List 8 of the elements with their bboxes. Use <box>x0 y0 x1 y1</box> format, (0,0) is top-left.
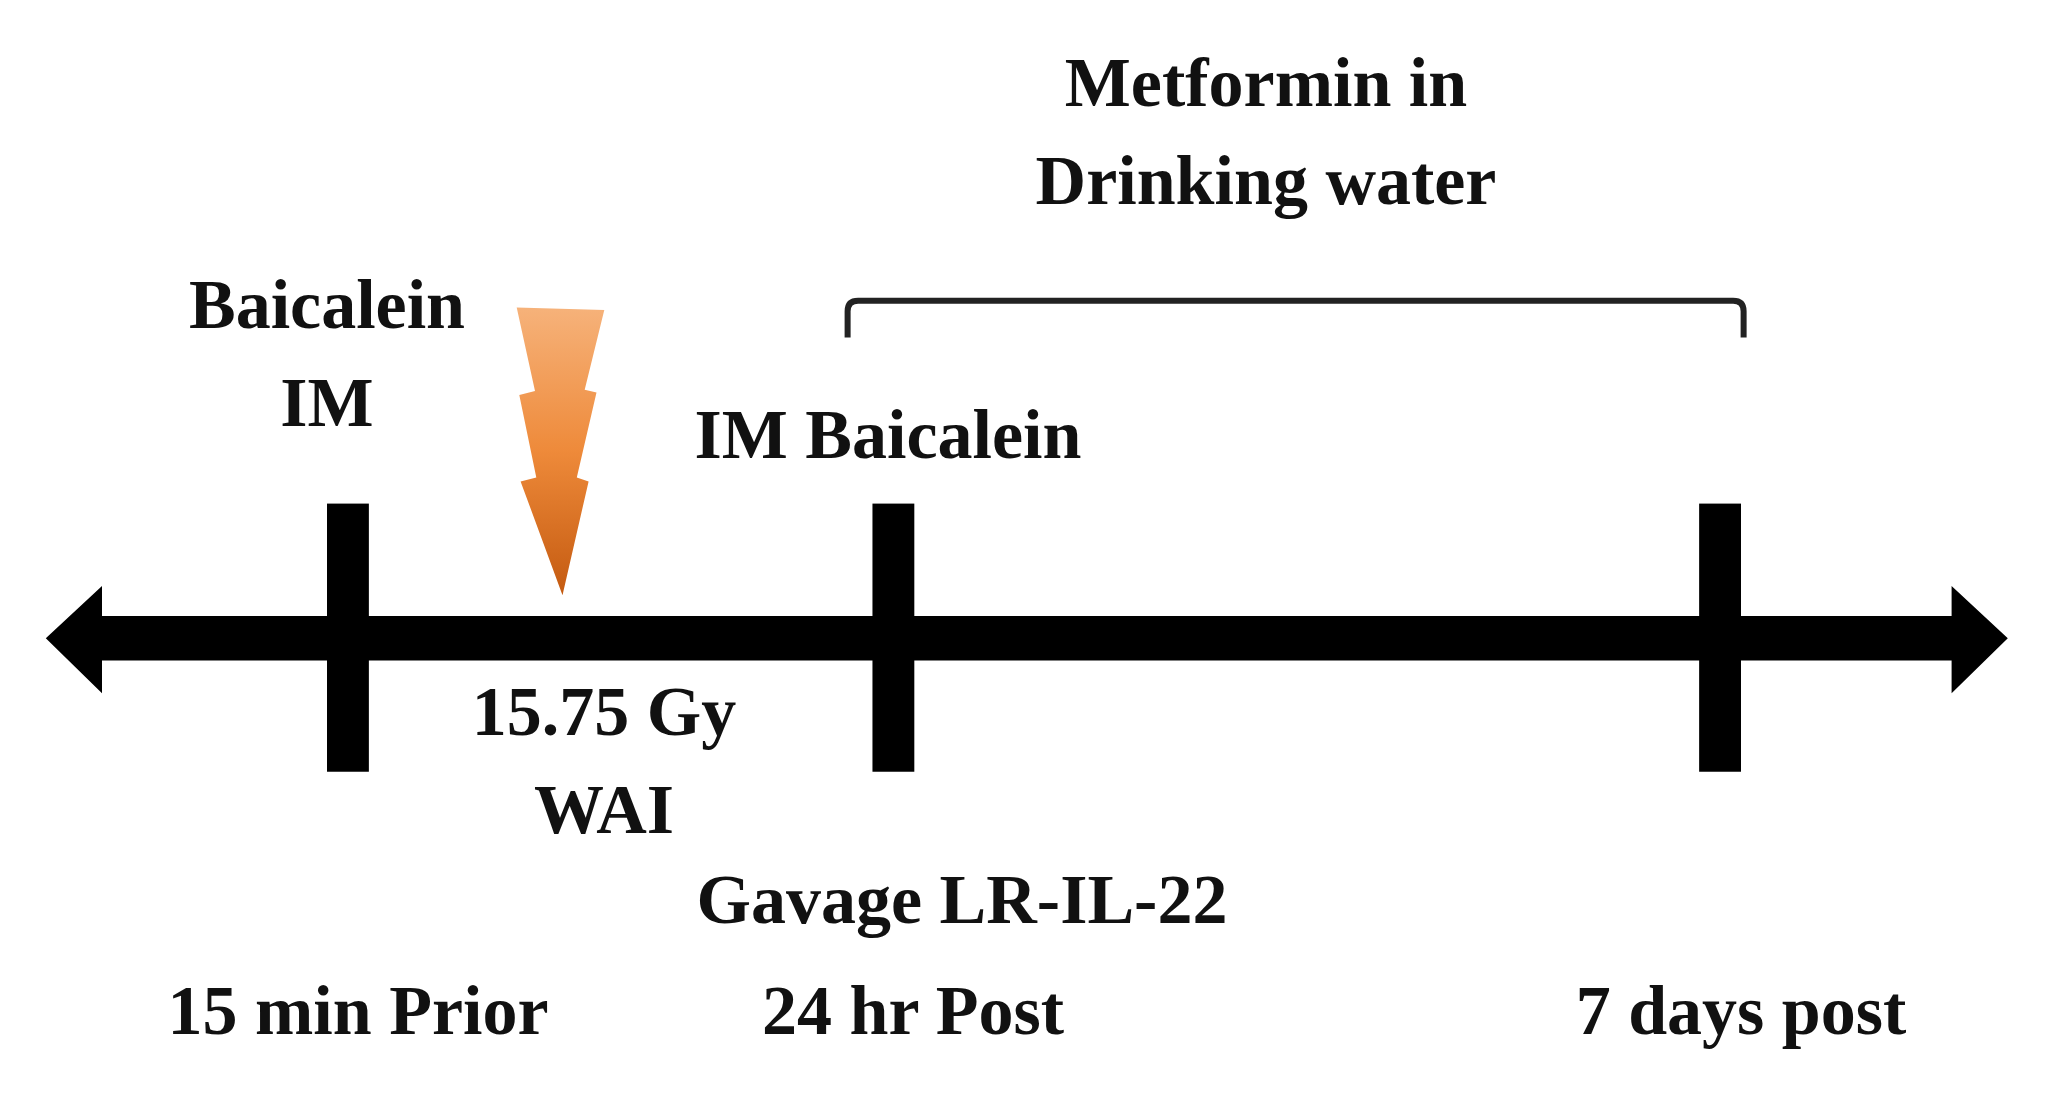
timeline-label: 7 days post <box>1574 971 1908 1051</box>
timeline-label: 15.75 Gy WAI <box>470 672 738 850</box>
timeline-label: IM Baicalein <box>693 395 1083 475</box>
timeline-label: 15 min Prior <box>166 971 550 1051</box>
timeline-label: Gavage LR-IL-22 <box>695 860 1229 940</box>
timeline-label: Baicalein IM <box>187 265 467 443</box>
timeline-label: Metformin in Drinking water <box>1034 43 1498 221</box>
timeline-label: 24 hr Post <box>760 971 1065 1051</box>
